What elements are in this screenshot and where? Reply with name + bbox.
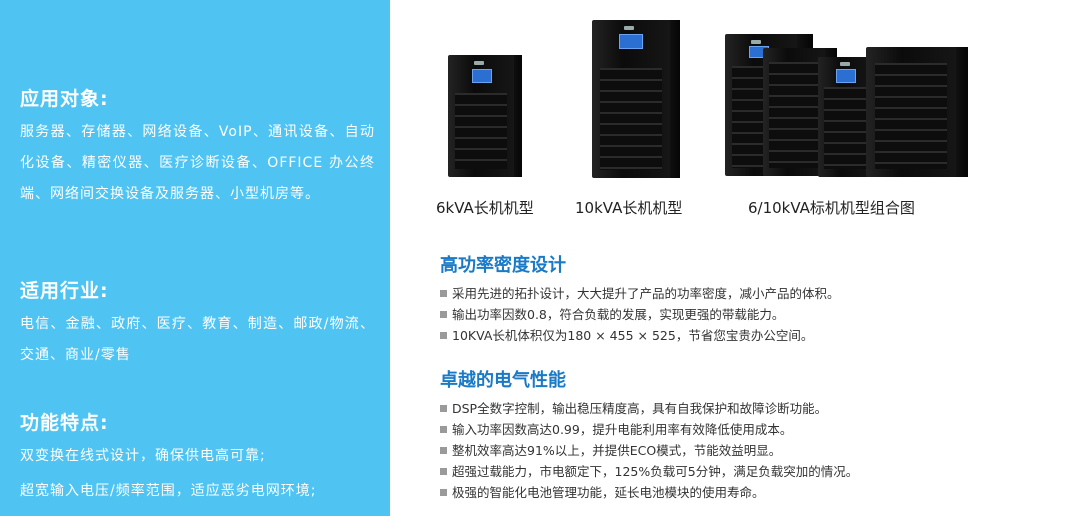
square-bullet-icon: [440, 489, 447, 496]
square-bullet-icon: [440, 426, 447, 433]
info-sidebar: 应用对象: 服务器、存储器、网络设备、VoIP、通讯设备、自动化设备、精密仪器、…: [0, 0, 390, 516]
caption-10kva: 10kVA长机机型: [575, 199, 683, 217]
feature-item: 超宽输入电压/频率范围，适应恶劣电网环境;: [20, 483, 317, 499]
list-item: 整机效率高达91%以上，并提供ECO模式，节能效益明显。: [440, 440, 1060, 461]
feature-list: DSP全数字控制，输出稳压精度高，具有自我保护和故障诊断功能。 输入功率因数高达…: [440, 398, 1060, 503]
section-title: 高功率密度设计: [440, 255, 566, 276]
feature-list: 采用先进的拓扑设计，大大提升了产品的功率密度，减小产品的体积。 输出功率因数0.…: [440, 283, 1060, 346]
ups-combo-unit-2: [763, 48, 837, 176]
list-item: 输入功率因数高达0.99，提升电能利用率有效降低使用成本。: [440, 419, 1060, 440]
ups-6kva-image: [448, 55, 522, 177]
square-bullet-icon: [440, 468, 447, 475]
applications-text: 服务器、存储器、网络设备、VoIP、通讯设备、自动化设备、精密仪器、医疗诊断设备…: [20, 124, 375, 202]
applications-heading: 应用对象:: [20, 88, 109, 110]
features-block: 功能特点: 双变换在线式设计，确保供电高可靠; 超宽输入电压/频率范围，适应恶劣…: [20, 408, 375, 515]
square-bullet-icon: [440, 311, 447, 318]
section-title: 卓越的电气性能: [440, 370, 566, 391]
industries-text: 电信、金融、政府、医疗、教育、制造、邮政/物流、交通、商业/零售: [20, 316, 375, 363]
square-bullet-icon: [440, 332, 447, 339]
product-gallery: 6kVA长机机型 10kVA长机机型 6/10kVA标机机型组合图: [420, 0, 1060, 230]
feature-item: 双变换在线式设计，确保供电高可靠;: [20, 448, 266, 464]
list-item: 10KVA长机体积仅为180 × 455 × 525，节省您宝贵办公空间。: [440, 325, 1060, 346]
square-bullet-icon: [440, 405, 447, 412]
list-item: 极强的智能化电池管理功能，延长电池模块的使用寿命。: [440, 482, 1060, 503]
section-electrical-performance: 卓越的电气性能 DSP全数字控制，输出稳压精度高，具有自我保护和故障诊断功能。 …: [440, 366, 1060, 503]
caption-combo: 6/10kVA标机机型组合图: [748, 199, 915, 217]
caption-6kva: 6kVA长机机型: [436, 199, 534, 217]
list-item: 采用先进的拓扑设计，大大提升了产品的功率密度，减小产品的体积。: [440, 283, 1060, 304]
square-bullet-icon: [440, 290, 447, 297]
ups-10kva-image: [592, 20, 680, 178]
industries-block: 适用行业: 电信、金融、政府、医疗、教育、制造、邮政/物流、交通、商业/零售: [20, 276, 375, 371]
ups-combo-unit-4: [866, 47, 968, 177]
list-item: 超强过载能力，市电额定下，125%负载可5分钟，满足负载突加的情况。: [440, 461, 1060, 482]
features-heading: 功能特点:: [20, 412, 109, 434]
square-bullet-icon: [440, 447, 447, 454]
industries-heading: 适用行业:: [20, 280, 109, 302]
list-item: DSP全数字控制，输出稳压精度高，具有自我保护和故障诊断功能。: [440, 398, 1060, 419]
list-item: 输出功率因数0.8，符合负载的发展，实现更强的带载能力。: [440, 304, 1060, 325]
section-power-density: 高功率密度设计 采用先进的拓扑设计，大大提升了产品的功率密度，减小产品的体积。 …: [440, 251, 1060, 346]
applications-block: 应用对象: 服务器、存储器、网络设备、VoIP、通讯设备、自动化设备、精密仪器、…: [20, 84, 375, 210]
